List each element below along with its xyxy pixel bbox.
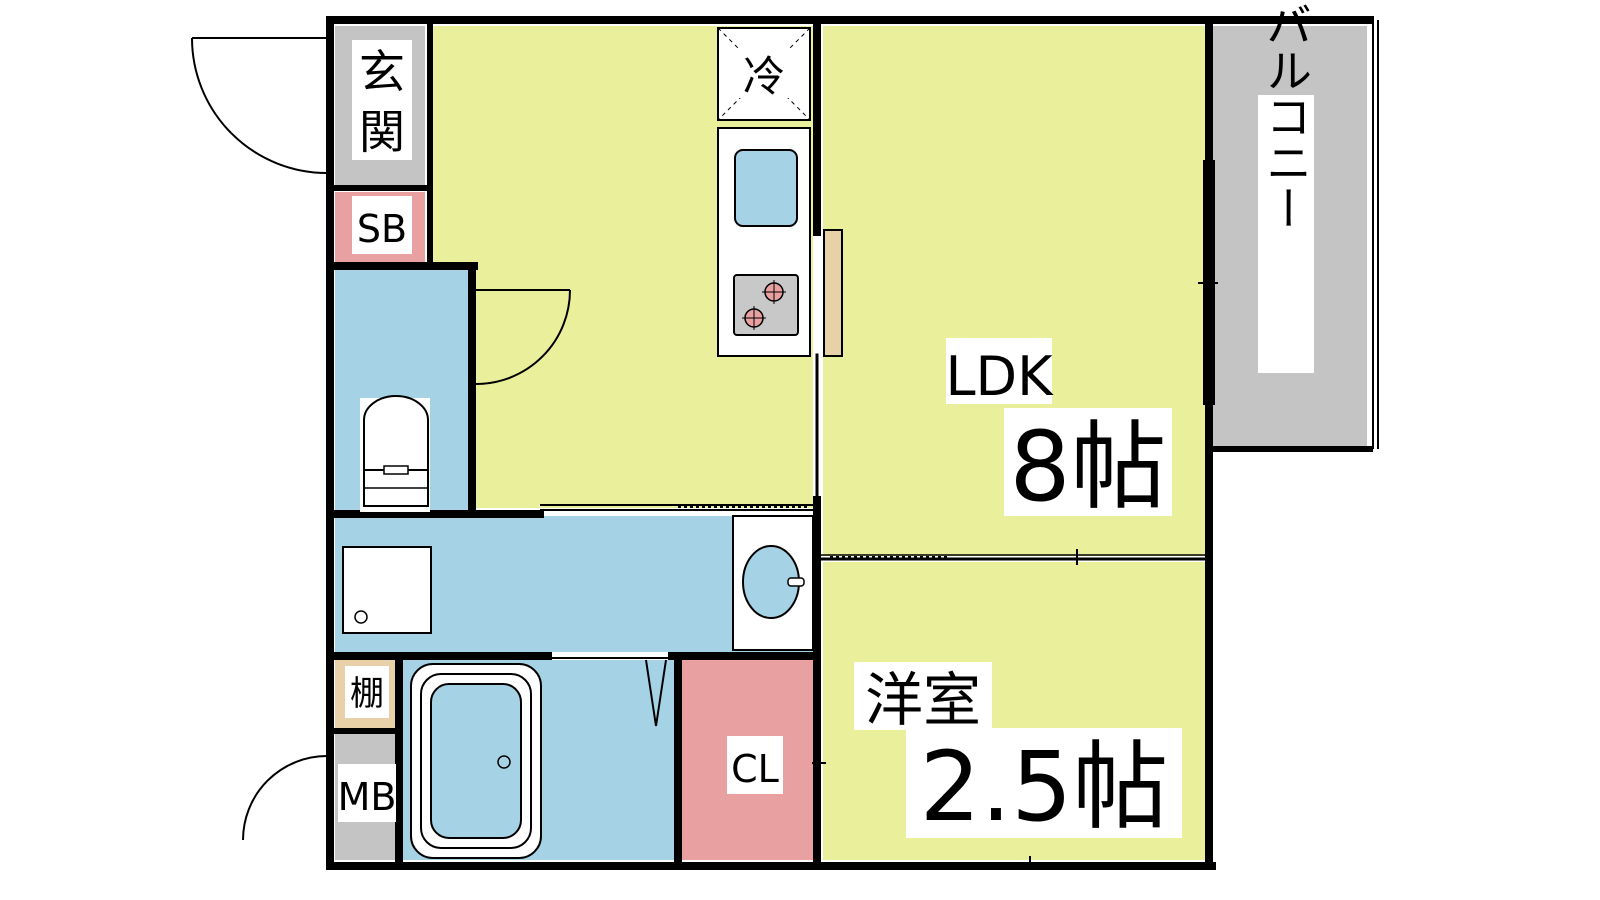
stove	[733, 274, 799, 336]
partition-lines	[540, 20, 1379, 870]
toilet-fixture	[360, 395, 430, 512]
ldk-name: LDK	[945, 345, 1054, 408]
ldk-size: 8帖	[1009, 411, 1166, 523]
shoe-box-label: SB	[357, 207, 407, 251]
toilet-door	[475, 289, 571, 385]
closet-door	[645, 659, 667, 727]
bathtub	[410, 663, 542, 859]
closet-label: CL	[731, 747, 779, 791]
entrance-door	[191, 37, 328, 174]
refrigerator-label: 冷	[743, 52, 785, 101]
washbasin	[732, 515, 814, 651]
western-room-size: 2.5帖	[920, 731, 1169, 843]
counter-shelf	[823, 229, 843, 357]
meter-box-door	[242, 755, 328, 841]
kitchen-sink	[734, 149, 798, 227]
western-room-name: 洋室	[865, 666, 981, 734]
refrigerator	[717, 27, 811, 121]
walls	[326, 16, 1374, 870]
meter-box-label: MB	[338, 775, 397, 819]
entrance-char-2: 関	[359, 105, 405, 159]
kitchen-counter	[717, 127, 811, 357]
entrance-char-1: 玄	[359, 45, 405, 99]
balcony-label: バルコニー	[1259, 1, 1313, 231]
washing-machine	[342, 546, 432, 634]
shelf-label: 棚	[350, 674, 384, 714]
